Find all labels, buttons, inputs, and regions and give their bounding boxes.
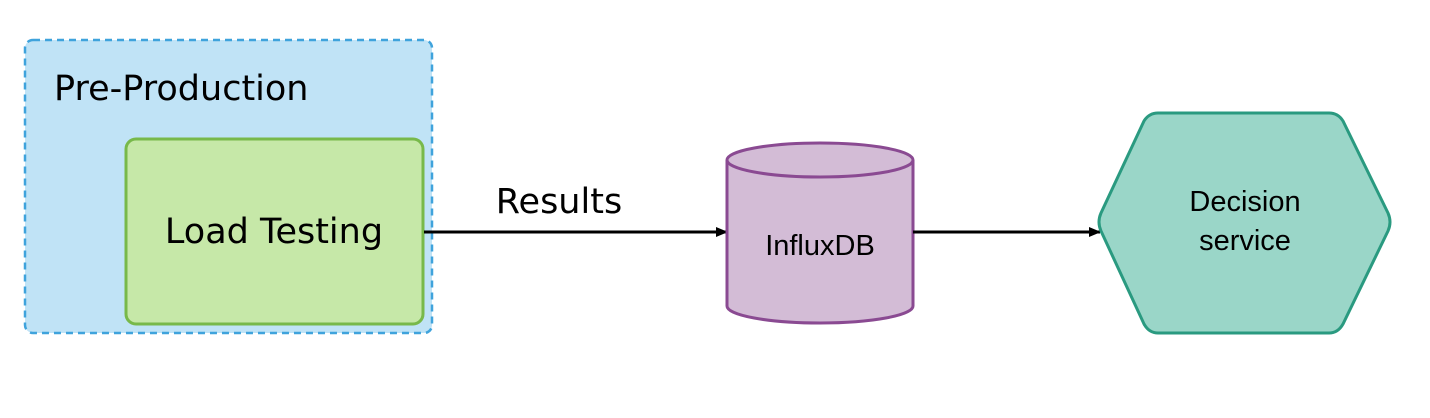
decision-service-node: Decision service — [1097, 111, 1392, 335]
results-edge: Results — [424, 182, 728, 237]
influxdb-node: InfluxDB — [725, 141, 915, 325]
decision-service-hexagon — [1097, 111, 1392, 335]
influxdb-cylinder-body — [725, 160, 915, 325]
influxdb-cylinder-top — [725, 141, 915, 179]
load-testing-node: Load Testing — [124, 137, 425, 326]
decision-service-label-line1: Decision — [1189, 186, 1300, 218]
load-testing-label: Load Testing — [165, 212, 383, 252]
results-label: Results — [496, 182, 622, 222]
load-testing-box — [124, 137, 425, 326]
decision-service-label-line2: service — [1199, 225, 1291, 257]
influxdb-label: InfluxDB — [765, 230, 875, 262]
pre-production-label: Pre-Production — [54, 69, 309, 109]
